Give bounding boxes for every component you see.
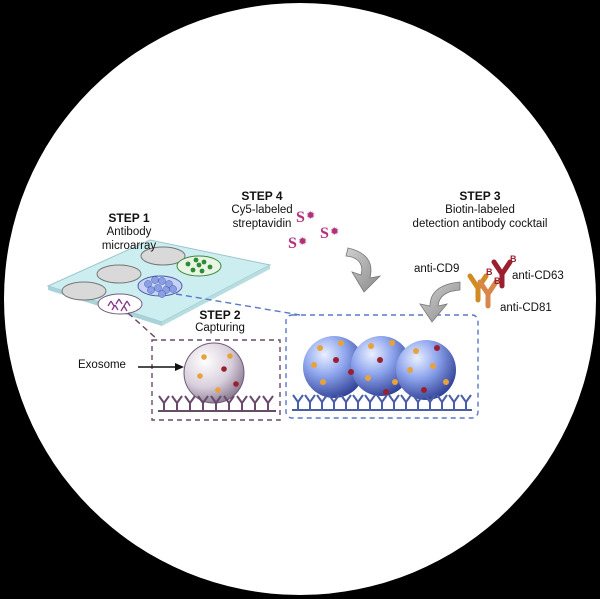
array-spot [140,246,186,266]
biotin-label-cd81: B [494,276,501,286]
detection-box [285,314,479,419]
capture-antibody [364,394,376,410]
capture-antibody [340,394,352,410]
streptavidin-molecules: S✹S✹S✹ [288,209,339,252]
capture-antibody [158,395,170,411]
capture-antibody [376,394,388,410]
microarray-slide [46,239,272,326]
capture-antibody-row-blue [292,394,472,410]
step3-title: STEP 3 [459,189,501,203]
capture-antibody [328,394,340,410]
step3-line1: Biotin-labeled [445,204,515,216]
anti-cd63-label: anti-CD63 [512,270,564,282]
antibody-cd63 [491,259,513,289]
capture-antibody [448,394,460,410]
connector-line-purple [127,312,159,341]
antibody-cd81 [477,279,499,309]
capture-antibody [352,394,364,410]
step4-line2: streptavidin [232,218,292,230]
biotin-label-cd63: B [510,254,517,264]
capture-antibody [304,394,316,410]
capturing-box [151,339,281,421]
step1-title: STEP 1 [108,211,150,225]
exosome-markers [197,353,239,393]
step3-line2: detection antibody cocktail [412,218,548,230]
capture-antibody [249,395,261,411]
exosome-sphere [183,342,245,404]
capture-antibody [197,395,209,411]
streptavidin-letter: S [320,225,329,242]
capture-antibody [223,395,235,411]
array-spot [96,264,142,284]
step1-line1: Antibody [106,226,152,238]
step2-title: STEP 2 [199,308,241,322]
step2-line1: Capturing [195,322,245,334]
capture-antibody-row [158,395,274,411]
step3-arrow [419,281,461,323]
cy5-star-icon: ✹ [330,226,339,238]
capture-antibody [412,394,424,410]
array-spot [61,281,107,301]
capture-antibody [316,394,328,410]
exosome-surface-markers [311,340,449,395]
anti-cd9-label: anti-CD9 [414,263,460,275]
capture-antibody [424,394,436,410]
capture-antibody [184,395,196,411]
streptavidin-letter: S [288,235,297,252]
streptavidin-letter: S [296,209,305,226]
background-circle [4,3,596,595]
capture-antibody [400,394,412,410]
capture-antibody [210,395,222,411]
biotin-label-cd9: B [486,267,493,277]
connector-line-blue [175,293,301,316]
array-spot-capturing [97,293,143,315]
capture-antibody [460,394,472,410]
step4-title: STEP 4 [241,189,283,203]
capture-antibody [262,395,274,411]
cy5-star-icon: ✹ [298,236,307,248]
capture-antibody [436,394,448,410]
step4-arrow [345,247,382,293]
exosome-label: Exosome [78,359,126,371]
capture-antibody [388,394,400,410]
step4-line1: Cy5-labeled [231,204,293,216]
anti-cd81-label: anti-CD81 [500,302,552,314]
capture-antibody [292,394,304,410]
capture-antibody [171,395,183,411]
step1-line2: microarray [101,240,157,252]
cy5-star-icon: ✹ [306,210,315,222]
capture-antibody [236,395,248,411]
